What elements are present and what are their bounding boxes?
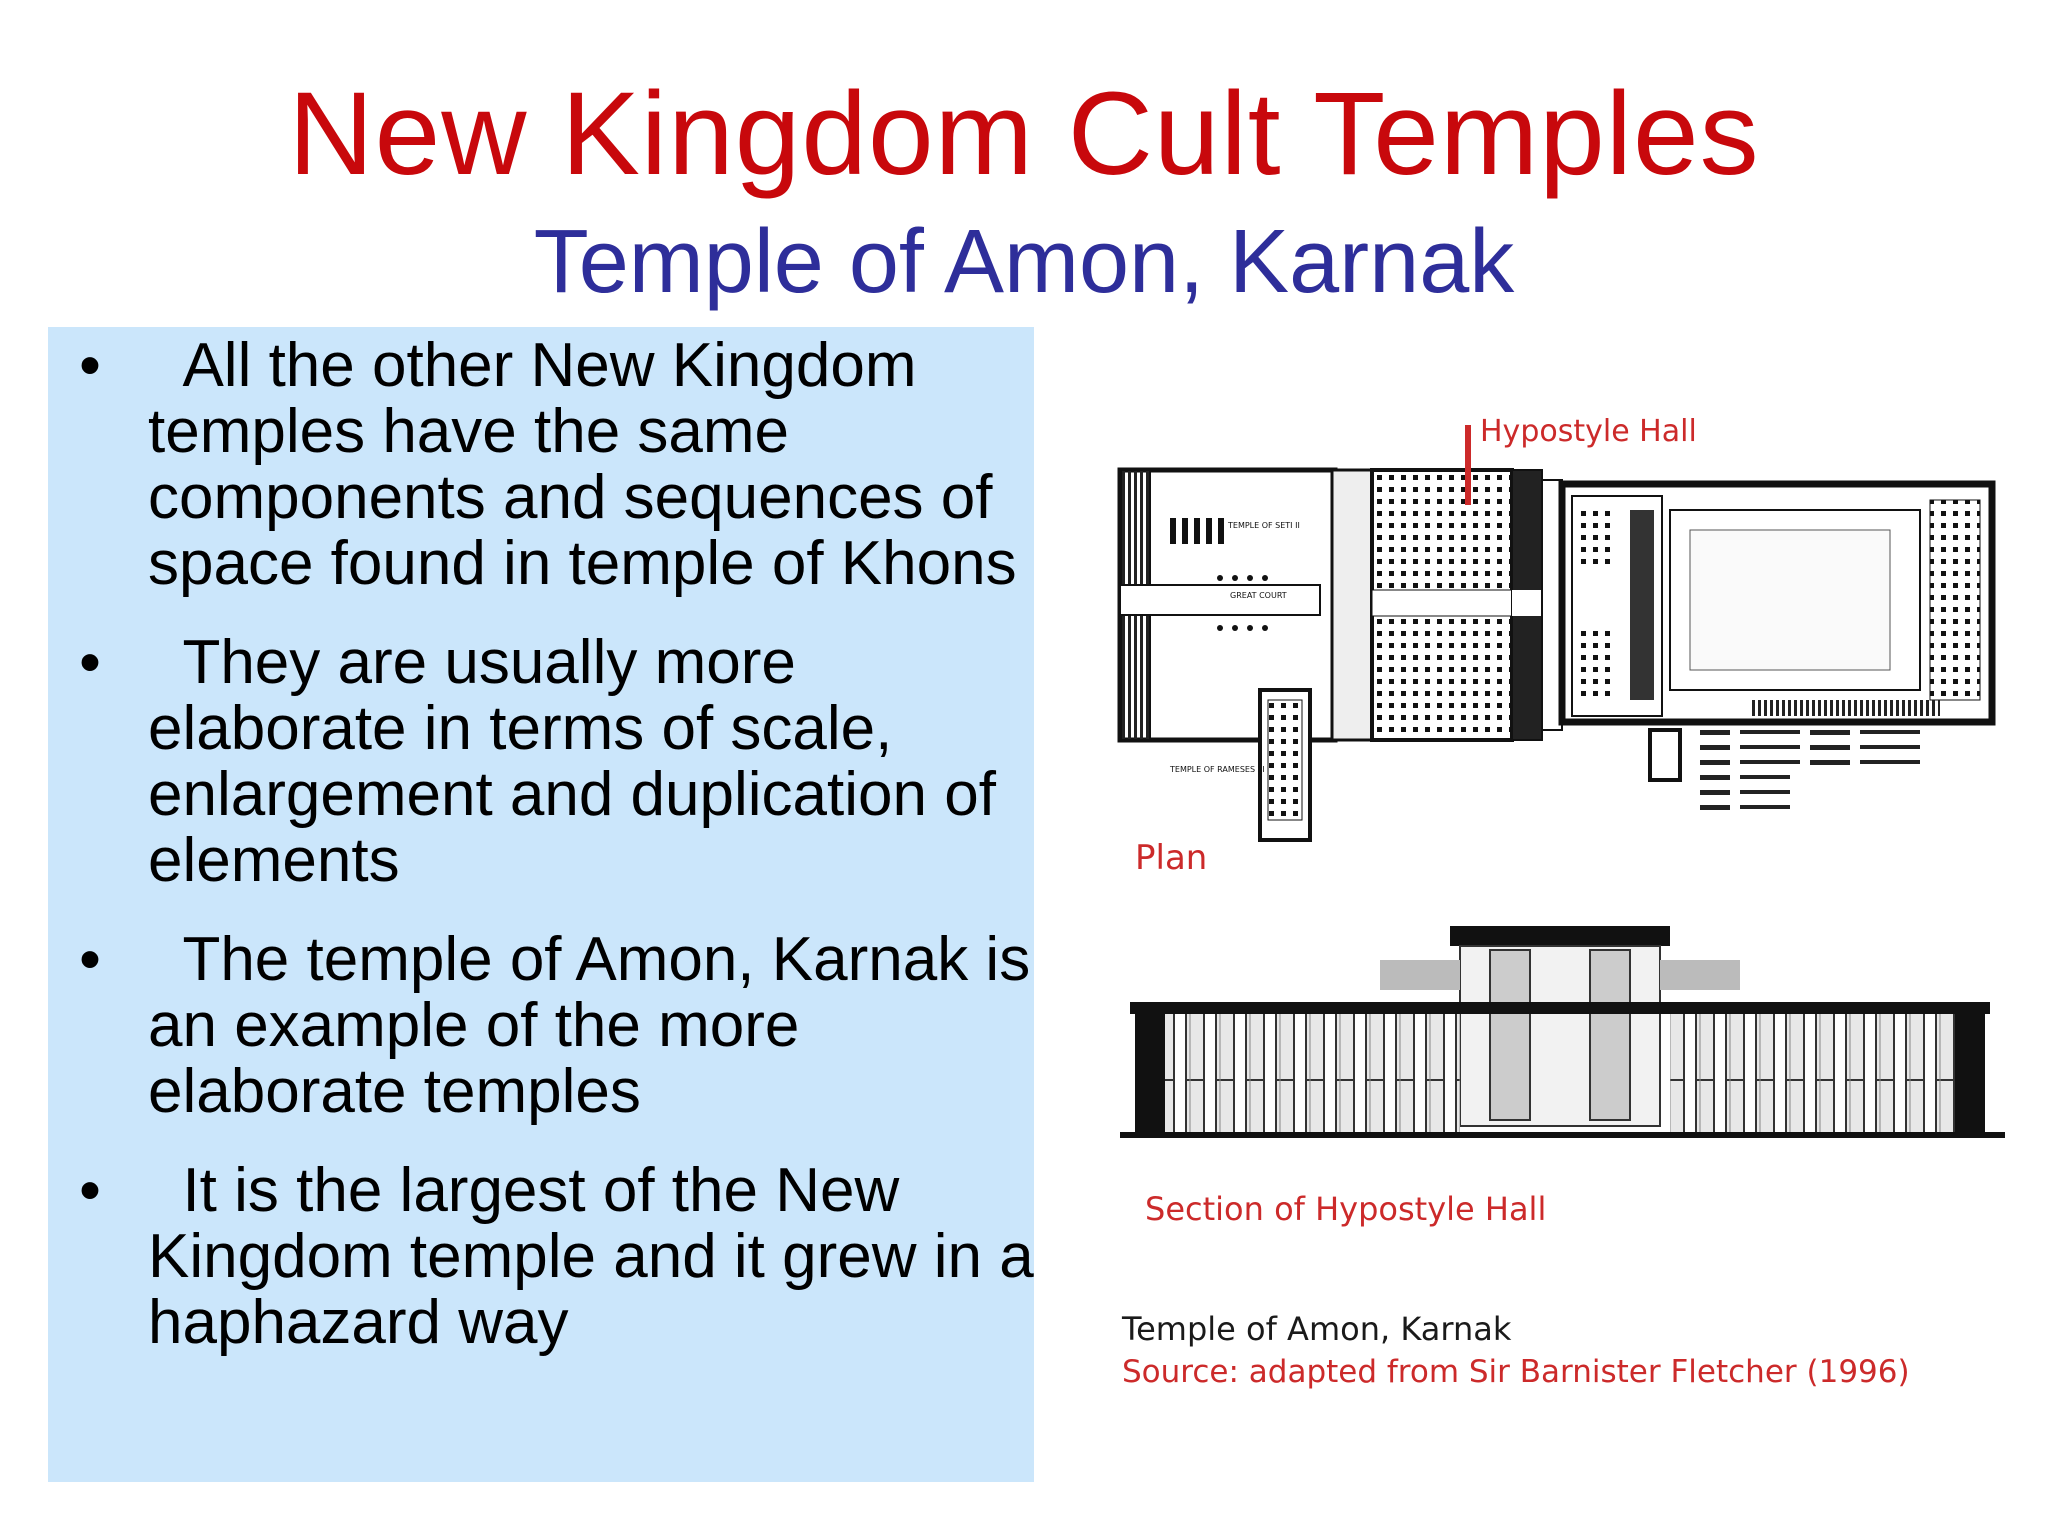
temple-plan-drawing: TEMPLE OF SETI II GREAT COURT TEMPLE OF … (1117, 425, 1996, 842)
slide-title: New Kingdom Cult Temples (288, 68, 1760, 200)
bullet-list: • All the other New Kingdom temples have… (48, 333, 1034, 1389)
slide-subtitle: Temple of Amon, Karnak (533, 212, 1515, 312)
bullet-text-box: • All the other New Kingdom temples have… (48, 327, 1034, 1482)
bullet-marker: • (79, 925, 101, 994)
bullet-marker: • (79, 628, 101, 697)
figure-source: Source: adapted from Sir Barnister Fletc… (1122, 1354, 1910, 1390)
bullet-item: • It is the largest of the New Kingdom t… (48, 1158, 1034, 1356)
bullet-text: It is the largest of the New Kingdom tem… (148, 1156, 1051, 1357)
bullet-marker: • (79, 331, 101, 400)
figure-caption: Temple of Amon, Karnak (1122, 1310, 1512, 1348)
hypostyle-section-drawing (1120, 926, 2005, 1138)
plan-label-great-court: GREAT COURT (1230, 591, 1287, 600)
bullet-item: • The temple of Amon, Karnak is an examp… (48, 927, 1034, 1125)
bullet-item: • All the other New Kingdom temples have… (48, 333, 1034, 597)
plan-label-temple-rameses: TEMPLE OF RAMESES III (1169, 765, 1265, 774)
plan-label: Plan (1135, 838, 1208, 878)
plan-label-temple-seti: TEMPLE OF SETI II (1227, 521, 1300, 530)
bullet-text: The temple of Amon, Karnak is an example… (148, 925, 1048, 1126)
bullet-marker: • (79, 1156, 101, 1225)
bullet-item: • They are usually more elaborate in ter… (48, 630, 1034, 894)
section-label: Section of Hypostyle Hall (1145, 1190, 1547, 1228)
hypostyle-hall-label: Hypostyle Hall (1480, 414, 1697, 449)
bullet-text: All the other New Kingdom temples have t… (148, 331, 1017, 598)
bullet-text: They are usually more elaborate in terms… (148, 628, 1014, 895)
